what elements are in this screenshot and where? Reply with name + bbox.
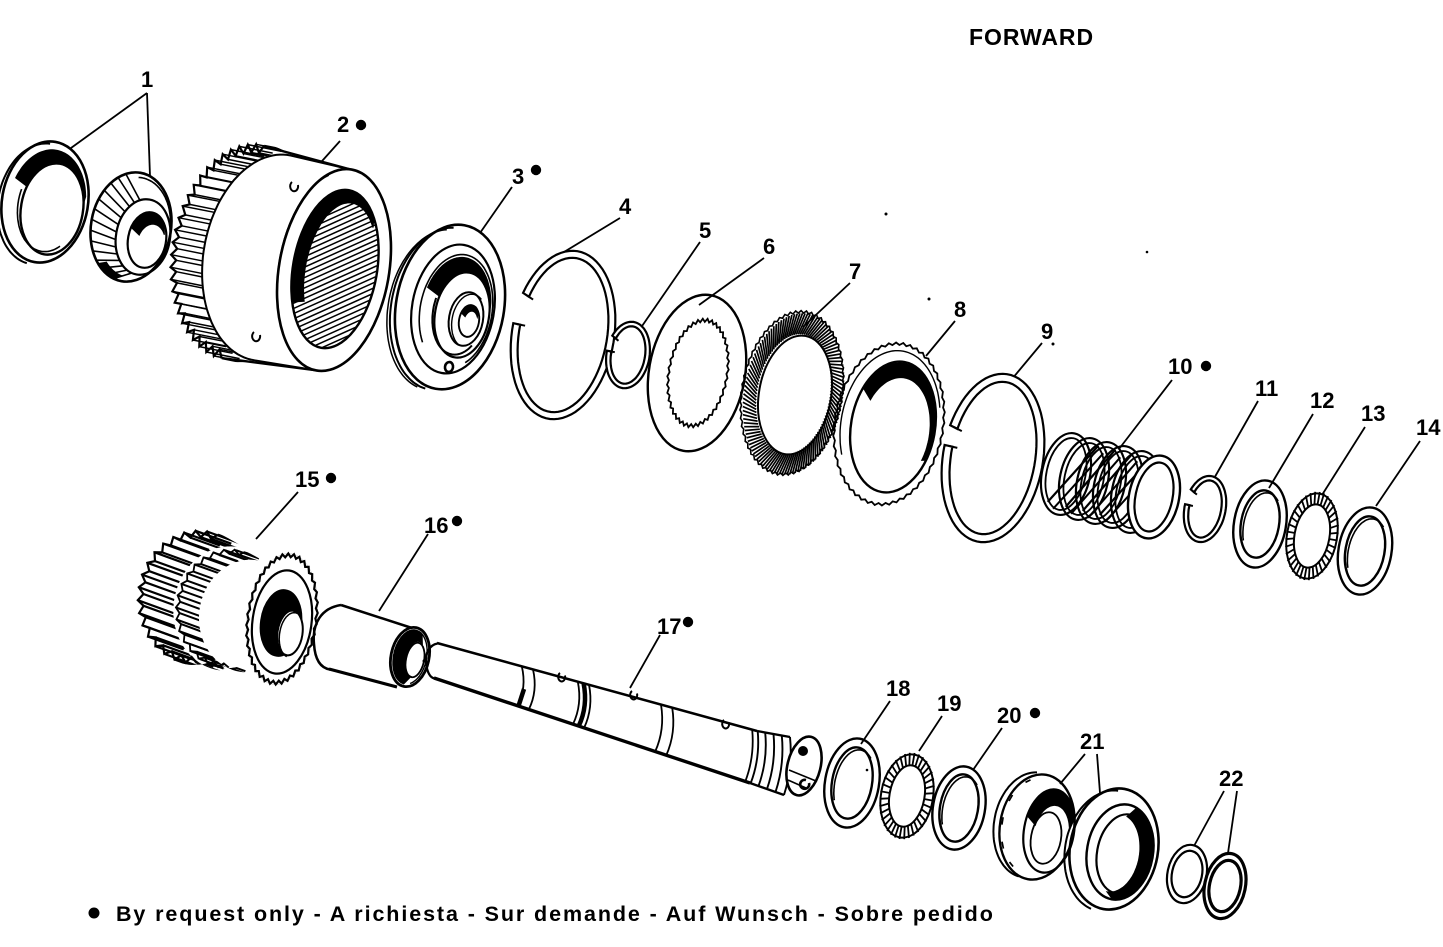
svg-text:6: 6 (763, 234, 775, 259)
svg-text:17: 17 (657, 614, 681, 639)
svg-text:22: 22 (1219, 766, 1243, 791)
svg-text:3: 3 (512, 164, 524, 189)
svg-text:5: 5 (699, 218, 711, 243)
svg-text:13: 13 (1361, 401, 1385, 426)
svg-text:FORWARD: FORWARD (969, 24, 1094, 50)
svg-text:1: 1 (141, 67, 153, 92)
svg-text:4: 4 (619, 194, 632, 219)
svg-text:10: 10 (1168, 354, 1192, 379)
svg-text:20: 20 (997, 703, 1021, 728)
svg-text:11: 11 (1255, 376, 1278, 401)
svg-text:21: 21 (1080, 729, 1104, 754)
svg-text:By request only - A richiesta: By request only - A richiesta - Sur dema… (116, 902, 995, 926)
svg-text:18: 18 (886, 676, 910, 701)
svg-text:16: 16 (424, 513, 448, 538)
svg-text:9: 9 (1041, 319, 1053, 344)
svg-text:14: 14 (1416, 415, 1441, 440)
svg-text:19: 19 (937, 691, 961, 716)
svg-text:7: 7 (849, 259, 861, 284)
svg-text:12: 12 (1310, 388, 1334, 413)
svg-text:8: 8 (954, 297, 966, 322)
svg-text:15: 15 (295, 467, 319, 492)
svg-text:2: 2 (337, 112, 349, 137)
